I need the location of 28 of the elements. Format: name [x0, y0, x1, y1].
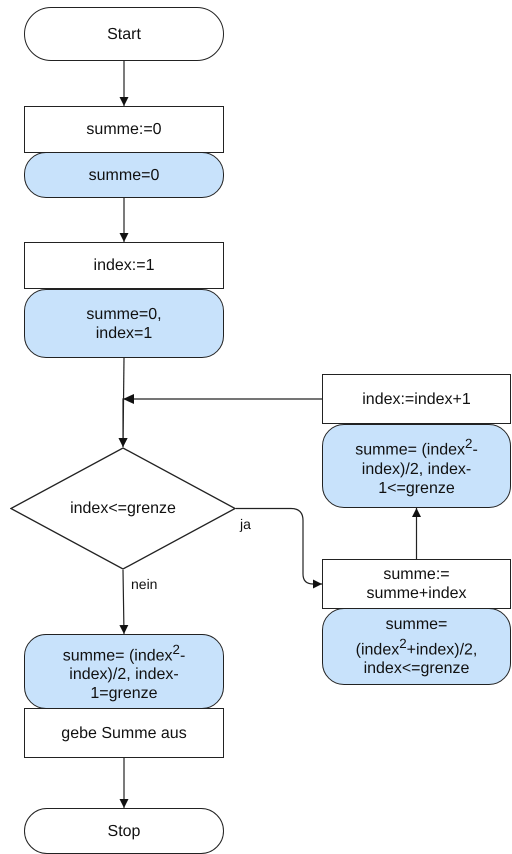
process-box	[24, 106, 224, 153]
process-box	[24, 708, 224, 758]
decision-diamond	[10, 447, 236, 570]
process-box	[322, 374, 511, 424]
node-text: summe= (index$^{2}$-index)/2, index-1<=grenze	[354, 435, 479, 498]
assertion-box	[24, 289, 224, 358]
node-text: index:=1	[94, 256, 154, 275]
terminal-shape	[24, 808, 224, 854]
edge-label: nein	[130, 576, 158, 592]
process-box	[24, 242, 224, 289]
terminal-shape	[24, 7, 224, 61]
node-text: summe= (index$^{2}$+index)/2, index<=grenze	[354, 614, 478, 678]
assertion-box	[322, 424, 511, 508]
node-text: summe:= summe+index	[365, 565, 468, 603]
assertion-box	[24, 152, 224, 198]
node-text: summe=0	[88, 166, 160, 184]
node-text: Stop	[108, 822, 140, 840]
assertion-box	[24, 634, 224, 709]
node-text: gebe Summe aus	[61, 724, 187, 742]
node-text: summe= (index$^{2}$-index)/2, index-1=grenze	[62, 640, 186, 704]
node-text: index<=grenze	[70, 499, 176, 518]
node-text: summe:=0	[86, 120, 162, 139]
node-text: index:=index+1	[362, 390, 471, 408]
node-text: Start	[107, 24, 141, 44]
edge-label: ja	[239, 516, 252, 532]
assertion-box	[322, 608, 511, 685]
process-box	[322, 559, 511, 609]
node-text: summe=0, index=1	[85, 304, 163, 342]
